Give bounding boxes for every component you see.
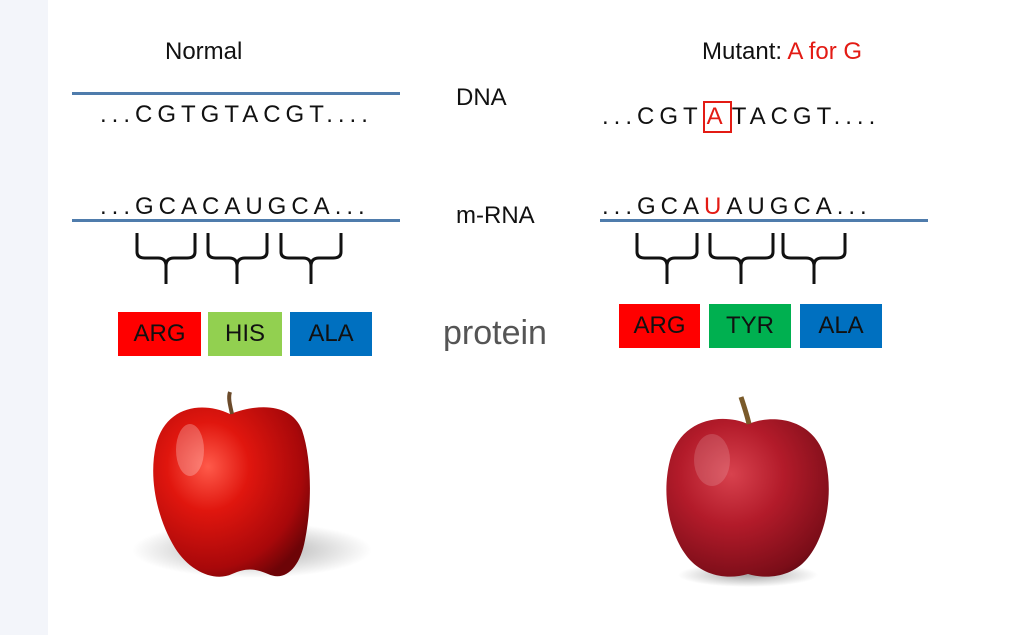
mutant-protein-tyr-label: TYR <box>726 312 774 339</box>
normal-protein-arg: ARG <box>118 312 201 356</box>
mutant-protein-arg-label: ARG <box>633 312 686 339</box>
mutant-mrna-sequence: ...GCAUAUGCA... <box>602 193 872 221</box>
mutant-protein-arg: ARG <box>619 304 700 348</box>
mutant-title: Mutant: A for G <box>702 38 862 66</box>
mrna-label: m-RNA <box>456 202 535 229</box>
mutant-mrna-after: AUGCA... <box>726 193 872 220</box>
normal-protein-his: HIS <box>208 312 282 356</box>
normal-dna-strand-line <box>72 92 400 95</box>
normal-protein-ala: ALA <box>290 312 372 356</box>
mutant-codon-bracket-3 <box>781 233 847 284</box>
normal-mrna-strand-line <box>72 219 400 222</box>
mutated-mrna-base: U <box>704 193 727 220</box>
left-edge-panel <box>0 0 48 635</box>
normal-codon-bracket-3 <box>279 233 343 284</box>
mutant-apple-highlight <box>694 434 730 486</box>
normal-protein-arg-label: ARG <box>133 320 186 347</box>
mutant-protein-ala-label: ALA <box>818 312 864 339</box>
normal-apple-highlight <box>176 424 204 476</box>
mutant-protein-tyr: TYR <box>709 304 791 348</box>
normal-apple-body <box>153 407 310 577</box>
mutated-base-box: A <box>702 101 732 133</box>
normal-dna-sequence: ...CGTGTACGT.... <box>100 101 373 128</box>
mutant-apple-body <box>666 418 829 577</box>
mutant-title-highlight: A for G <box>787 38 863 65</box>
mutant-mrna-before: ...GCA <box>602 193 705 220</box>
mutant-dna-before: ...CGT <box>602 103 703 130</box>
normal-protein-his-label: HIS <box>224 320 265 347</box>
mutant-title-prefix: Mutant: <box>702 38 788 65</box>
mutant-apple-image <box>666 396 829 587</box>
normal-codon-bracket-2 <box>206 233 269 284</box>
normal-apple-stem <box>227 391 234 415</box>
mutant-codon-bracket-1 <box>635 233 699 284</box>
mutant-protein-ala: ALA <box>800 304 882 348</box>
normal-title: Normal <box>165 38 243 65</box>
normal-protein-ala-label: ALA <box>308 320 354 347</box>
mutant-mrna-strand-line <box>600 219 928 222</box>
mutant-dna-after: TACGT.... <box>731 103 881 130</box>
normal-apple-image <box>132 391 372 578</box>
mutant-codon-bracket-2 <box>708 233 775 284</box>
mutant-apple-stem <box>738 396 752 425</box>
normal-codon-bracket-1 <box>135 233 197 284</box>
dna-label: DNA <box>456 84 507 111</box>
normal-mrna-sequence: ...GCACAUGCA... <box>100 193 370 220</box>
protein-label: protein <box>443 314 547 352</box>
